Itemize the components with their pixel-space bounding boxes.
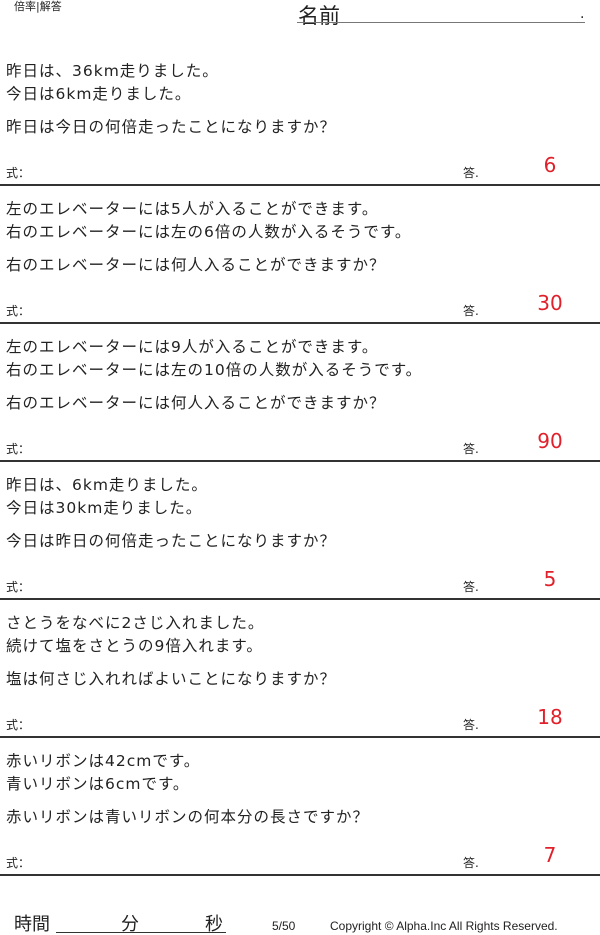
problem-line-2: 青いリボンは6cmです。	[6, 775, 190, 793]
problem-block: 昨日は、36km走りました。 今日は6km走りました。 昨日は今日の何倍走ったこ…	[0, 47, 600, 186]
problem-line-1: 昨日は、36km走りました。	[6, 62, 219, 80]
copyright: Copyright © Alpha.Inc All Rights Reserve…	[330, 919, 558, 933]
formula-label: 式：	[6, 166, 31, 180]
answer-label: 答.	[463, 166, 479, 180]
answer-label: 答.	[463, 442, 479, 456]
answer-label: 答.	[463, 856, 479, 870]
answer-value: 90	[537, 429, 563, 453]
problem-line-2: 右のエレベーターには左の10倍の人数が入るそうです。	[6, 361, 423, 379]
answer-value: 18	[537, 705, 563, 729]
problem-line-1: 昨日は、6km走りました。	[6, 476, 208, 494]
problem-line-2: 今日は30km走りました。	[6, 499, 203, 517]
formula-label: 式：	[6, 718, 31, 732]
problem-line-2: 続けて塩をさとうの9倍入れます。	[6, 637, 263, 655]
time-underline	[56, 932, 226, 933]
answer-value: 7	[543, 843, 557, 867]
problem-question: 右のエレベーターには何人入ることができますか？	[6, 256, 386, 274]
problem-line-1: 左のエレベーターには9人が入ることができます。	[6, 338, 379, 356]
worksheet-title: 倍率|解答	[14, 0, 62, 13]
problem-block: 昨日は、6km走りました。 今日は30km走りました。 今日は昨日の何倍走ったこ…	[0, 461, 600, 600]
problem-line-1: さとうをなべに2さじ入れました。	[6, 614, 265, 632]
divider	[0, 322, 600, 324]
problem-question: 右のエレベーターには何人入ることができますか？	[6, 394, 386, 412]
problem-line-1: 赤いリボンは42cmです。	[6, 752, 201, 770]
answer-value: 6	[543, 153, 557, 177]
time-label: 時間	[14, 914, 50, 935]
divider	[0, 460, 600, 462]
problem-question: 赤いリボンは青いリボンの何本分の長さですか？	[6, 808, 370, 826]
divider	[0, 184, 600, 186]
seconds-label: 秒	[205, 914, 223, 935]
name-dot: .	[580, 6, 585, 22]
formula-label: 式：	[6, 580, 31, 594]
divider	[0, 874, 600, 876]
problem-block: 左のエレベーターには9人が入ることができます。 右のエレベーターには左の10倍の…	[0, 323, 600, 462]
problem-block: 赤いリボンは42cmです。 青いリボンは6cmです。 赤いリボンは青いリボンの何…	[0, 737, 600, 876]
problem-question: 今日は昨日の何倍走ったことになりますか？	[6, 532, 337, 550]
minutes-label: 分	[121, 914, 139, 935]
formula-label: 式：	[6, 856, 31, 870]
formula-label: 式：	[6, 304, 31, 318]
divider	[0, 736, 600, 738]
answer-label: 答.	[463, 718, 479, 732]
problem-line-2: 右のエレベーターには左の6倍の人数が入るそうです。	[6, 223, 412, 241]
answer-value: 5	[543, 567, 557, 591]
answer-value: 30	[537, 291, 563, 315]
formula-label: 式：	[6, 442, 31, 456]
divider	[0, 598, 600, 600]
name-underline	[297, 22, 585, 23]
name-label: 名前	[298, 4, 340, 28]
problem-block: さとうをなべに2さじ入れました。 続けて塩をさとうの9倍入れます。 塩は何さじ入…	[0, 599, 600, 738]
answer-label: 答.	[463, 304, 479, 318]
problem-line-2: 今日は6km走りました。	[6, 85, 192, 103]
answer-label: 答.	[463, 580, 479, 594]
problem-line-1: 左のエレベーターには5人が入ることができます。	[6, 200, 379, 218]
problem-question: 昨日は今日の何倍走ったことになりますか？	[6, 118, 337, 136]
problem-block: 左のエレベーターには5人が入ることができます。 右のエレベーターには左の6倍の人…	[0, 185, 600, 324]
page-number: 5/50	[272, 919, 296, 933]
problem-question: 塩は何さじ入れればよいことになりますか？	[6, 670, 337, 688]
